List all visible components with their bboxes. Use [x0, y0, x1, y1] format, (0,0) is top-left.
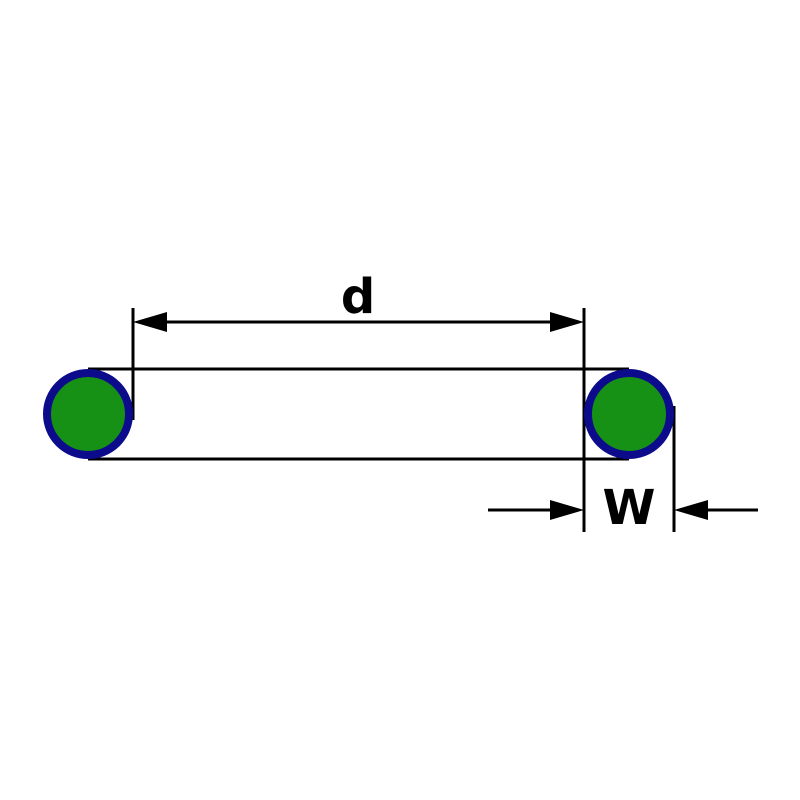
right-oring-cross-section	[584, 369, 674, 459]
inner-diameter-label: d	[341, 269, 375, 325]
inner-diameter-right-arrowhead-icon	[550, 312, 584, 332]
width-right-arrowhead-icon	[674, 500, 708, 520]
left-oring-cross-section	[43, 369, 133, 459]
width-label: W	[603, 480, 656, 536]
inner-diameter-left-arrowhead-icon	[133, 312, 167, 332]
width-left-arrowhead-icon	[550, 500, 584, 520]
